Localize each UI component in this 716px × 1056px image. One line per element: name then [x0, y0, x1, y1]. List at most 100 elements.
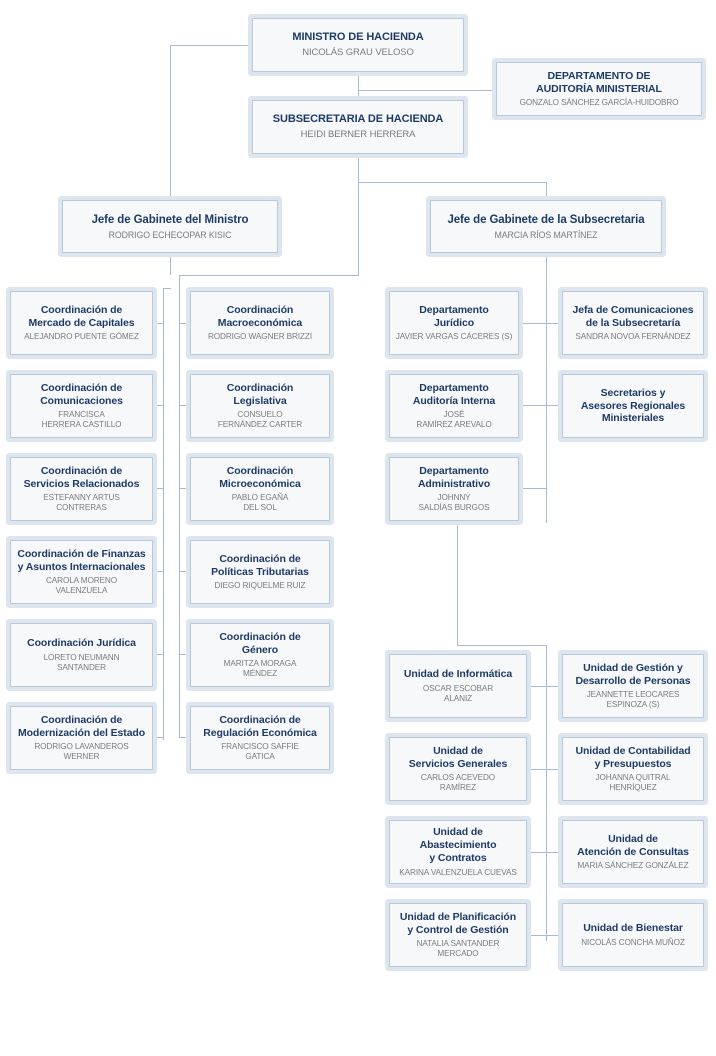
- node-person: JAVIER VARGAS CÁCERES (S): [396, 332, 513, 342]
- node-title-line: Departamento: [419, 303, 489, 316]
- node-title-line: Género: [241, 643, 279, 656]
- node-title-line: DEPARTAMENTO DE: [547, 69, 651, 82]
- node-person: MARIA SÁNCHEZ GONZÁLEZ: [577, 861, 688, 871]
- node-title-line: Coordinación: [226, 464, 294, 477]
- node-title-line: Coordinación: [226, 303, 294, 316]
- node-person-line: HENRÍQUEZ: [609, 783, 657, 793]
- node-person-line: ALANIZ: [443, 693, 473, 703]
- node-person: NICOLÁS CONCHA MUÑOZ: [581, 938, 685, 948]
- connector-unit-left-stub-1: [519, 686, 547, 687]
- node-title-line: Modernización del Estado: [17, 726, 146, 739]
- node-auditoria-ministerial[interactable]: DEPARTAMENTO DE AUDITORÍA MINISTERIAL GO…: [496, 62, 702, 116]
- node-title-line: Atención de Consultas: [577, 845, 689, 858]
- connector-ministro-down-left: [170, 45, 171, 228]
- node-person-line: SANDRA NOVOA FERNÁNDEZ: [575, 332, 691, 342]
- connector-right-spine: [546, 253, 547, 523]
- node-title: Unidad de Informática: [404, 668, 512, 681]
- node-title-line: AUDITORÍA MINISTERIAL: [536, 82, 662, 95]
- node-person-line: RODRIGO LAVANDEROS: [34, 742, 129, 752]
- node-person: NICOLÁS GRAU VELOSO: [302, 47, 414, 59]
- node-title: DEPARTAMENTO DE AUDITORÍA MINISTERIAL: [536, 70, 662, 96]
- node-title-line: Administrativo: [417, 477, 491, 490]
- node-title-line: Coordinación de Finanzas: [17, 547, 146, 560]
- node-title-line: y Control de Gestión: [407, 923, 509, 936]
- node-title-line: Coordinación de: [40, 303, 123, 316]
- node-title-line: y Asuntos Internacionales: [17, 560, 146, 573]
- node-ministro[interactable]: MINISTRO DE HACIENDA NICOLÁS GRAU VELOSO: [252, 18, 464, 72]
- node-subsecretaria[interactable]: SUBSECRETARIA DE HACIENDA HEIDI BERNER H…: [252, 100, 464, 154]
- node-title-line: Coordinación de: [40, 464, 123, 477]
- node-gabinete-subsecretaria[interactable]: Jefe de Gabinete de la Subsecretaria MAR…: [430, 200, 662, 253]
- node-person-line: CARLOS ACEVEDO: [420, 773, 496, 783]
- node-title-line: Microeconómica: [219, 477, 301, 490]
- connector-gabsub-drop: [546, 182, 547, 204]
- node-person-line: JOHANNA QUITRAL: [595, 773, 671, 783]
- node-person-line: ESPINOZA (S): [606, 700, 660, 710]
- connector-admin-to-units-spine: [457, 645, 547, 646]
- connector-units-spine: [546, 645, 547, 941]
- node-person-line: MÉNDEZ: [243, 669, 277, 679]
- node-person-line: FRANCISCA: [58, 410, 105, 420]
- node-person-line: CONSUELO: [237, 410, 283, 420]
- node-person: RODRIGO ECHECOPAR KISIC: [108, 229, 232, 240]
- connector-col1-spine-top: [163, 288, 171, 289]
- connector-col2-stub-6: [179, 737, 191, 738]
- connector-col1-stub-4: [152, 571, 164, 572]
- connector-col1-stub-3: [152, 488, 164, 489]
- connector-subsecretaria-down: [358, 154, 359, 275]
- node-person-line: NATALIA SANTANDER: [416, 939, 500, 949]
- node-person-line: OSCAR ESCOBAR: [422, 683, 494, 693]
- connector-dept-stub-2: [519, 405, 547, 406]
- node-person-line: VALENZUELA: [55, 586, 108, 596]
- node-title-line: Coordinación de: [40, 713, 123, 726]
- node-title-line: Abastecimiento: [419, 839, 497, 852]
- node-person-line: HERRERA CASTILLO: [41, 420, 122, 430]
- connector-staff-stub-1: [546, 323, 562, 324]
- node-title-line: Unidad de: [608, 832, 658, 845]
- node-title-line: Asesores Regionales: [580, 399, 686, 412]
- node-gabinete-ministro[interactable]: Jefe de Gabinete del Ministro RODRIGO EC…: [62, 200, 278, 253]
- node-person-line: SALDÍAS BURGOS: [418, 503, 490, 513]
- connector-unit-left-stub-2: [519, 769, 547, 770]
